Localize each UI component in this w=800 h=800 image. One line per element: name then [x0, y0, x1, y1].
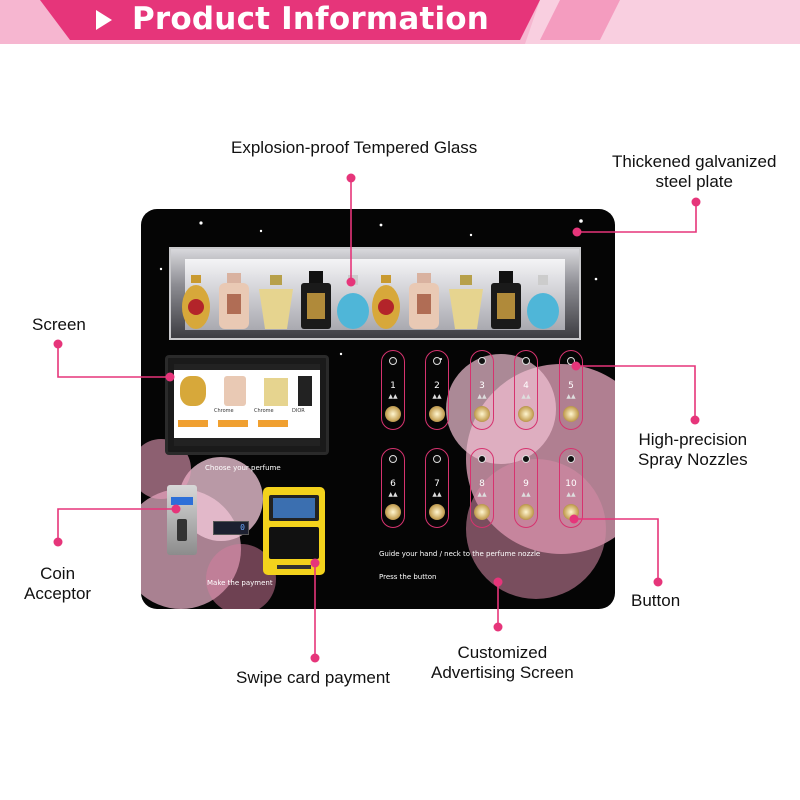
nozzle-hole-icon — [522, 357, 530, 365]
product-name: Chrome — [254, 408, 274, 414]
perfume-bottle — [491, 271, 521, 329]
perfume-bottle — [372, 275, 400, 329]
nozzle-hole-icon — [567, 357, 575, 365]
nozzle-hole-icon — [567, 455, 575, 463]
card-reader-device[interactable] — [263, 487, 325, 575]
choose-perfume-text: Choose your perfume — [205, 464, 281, 472]
product-name: DIOR — [292, 408, 305, 414]
spray-nozzle-4[interactable]: 4▲▲ — [514, 350, 538, 430]
nozzle-hole-icon — [522, 455, 530, 463]
nozzle-hole-icon — [389, 357, 397, 365]
chevron-up-icon: ▲▲ — [432, 491, 442, 498]
tempered-glass-display — [169, 247, 581, 340]
spray-button[interactable] — [474, 504, 490, 520]
spray-nozzle-3[interactable]: 3▲▲ — [470, 350, 494, 430]
spray-button[interactable] — [474, 406, 490, 422]
chevron-up-icon: ▲▲ — [477, 491, 487, 498]
product-thumb — [224, 376, 246, 406]
callout-screen: Screen — [32, 315, 86, 334]
spray-nozzle-8[interactable]: 8▲▲ — [470, 448, 494, 528]
chevron-up-icon: ▲▲ — [477, 393, 487, 400]
chevron-up-icon: ▲▲ — [521, 491, 531, 498]
spray-nozzle-1[interactable]: 1▲▲ — [381, 350, 405, 430]
perfume-bottle — [259, 275, 293, 329]
callout-advertising-screen: Customized Advertising Screen — [431, 643, 574, 682]
press-button-text: Press the button — [379, 573, 437, 581]
chevron-up-icon: ▲▲ — [432, 393, 442, 400]
spray-button[interactable] — [518, 504, 534, 520]
chevron-up-icon: ▲▲ — [566, 491, 576, 498]
spray-button[interactable] — [563, 406, 579, 422]
add-to-cart-button[interactable] — [258, 420, 288, 427]
perfume-bottle — [449, 275, 483, 329]
product-thumb — [180, 376, 206, 406]
callout-button: Button — [631, 591, 681, 610]
chevron-up-icon: ▲▲ — [388, 491, 398, 498]
callout-spray-nozzles: High-precision Spray Nozzles — [638, 430, 748, 469]
touch-screen[interactable]: Chrome Chrome DIOR — [165, 355, 329, 455]
guide-text: Guide your hand / neck to the perfume no… — [379, 550, 541, 558]
spray-button[interactable] — [385, 406, 401, 422]
product-thumb — [264, 378, 288, 406]
vending-machine-panel: Chrome Chrome DIOR Choose your perfume 0… — [141, 209, 615, 609]
spray-button[interactable] — [518, 406, 534, 422]
spray-button[interactable] — [429, 504, 445, 520]
callout-coin-acceptor: Coin Acceptor — [24, 564, 92, 603]
perfume-bottle — [182, 275, 210, 329]
nozzle-hole-icon — [433, 357, 441, 365]
add-to-cart-button[interactable] — [178, 420, 208, 427]
chevron-up-icon: ▲▲ — [566, 393, 576, 400]
spray-button[interactable] — [385, 504, 401, 520]
screen-status-bar — [174, 364, 320, 370]
coin-display: 0 — [213, 521, 249, 535]
chevron-up-icon: ▲▲ — [521, 393, 531, 400]
perfume-bottle — [527, 275, 559, 329]
play-arrow-icon — [96, 10, 112, 30]
spray-button[interactable] — [429, 406, 445, 422]
callout-tempered-glass: Explosion-proof Tempered Glass — [231, 138, 478, 157]
header-banner — [0, 0, 800, 44]
product-thumb — [298, 376, 312, 406]
callout-swipe-card: Swipe card payment — [236, 668, 391, 687]
callout-steel-plate: Thickened galvanized steel plate — [612, 152, 777, 191]
nozzle-hole-icon — [478, 455, 486, 463]
nozzle-hole-icon — [433, 455, 441, 463]
spray-nozzle-5[interactable]: 5▲▲ — [559, 350, 583, 430]
nozzle-hole-icon — [478, 357, 486, 365]
nozzle-hole-icon — [389, 455, 397, 463]
chevron-up-icon: ▲▲ — [388, 393, 398, 400]
coin-acceptor-device[interactable] — [167, 485, 197, 555]
perfume-bottle — [409, 273, 439, 329]
product-name: Chrome — [214, 408, 234, 414]
add-to-cart-button[interactable] — [218, 420, 248, 427]
spray-nozzle-6[interactable]: 6▲▲ — [381, 448, 405, 528]
perfume-bottles — [182, 271, 559, 329]
make-payment-text: Make the payment — [207, 579, 273, 587]
spray-nozzle-7[interactable]: 7▲▲ — [425, 448, 449, 528]
spray-nozzle-9[interactable]: 9▲▲ — [514, 448, 538, 528]
perfume-bottle — [301, 271, 331, 329]
screen-content: Chrome Chrome DIOR — [174, 364, 320, 446]
screen-footer-bar — [174, 438, 320, 446]
perfume-bottle — [219, 273, 249, 329]
spray-nozzle-2[interactable]: 2▲▲ — [425, 350, 449, 430]
page-title: Product Information — [132, 1, 490, 37]
